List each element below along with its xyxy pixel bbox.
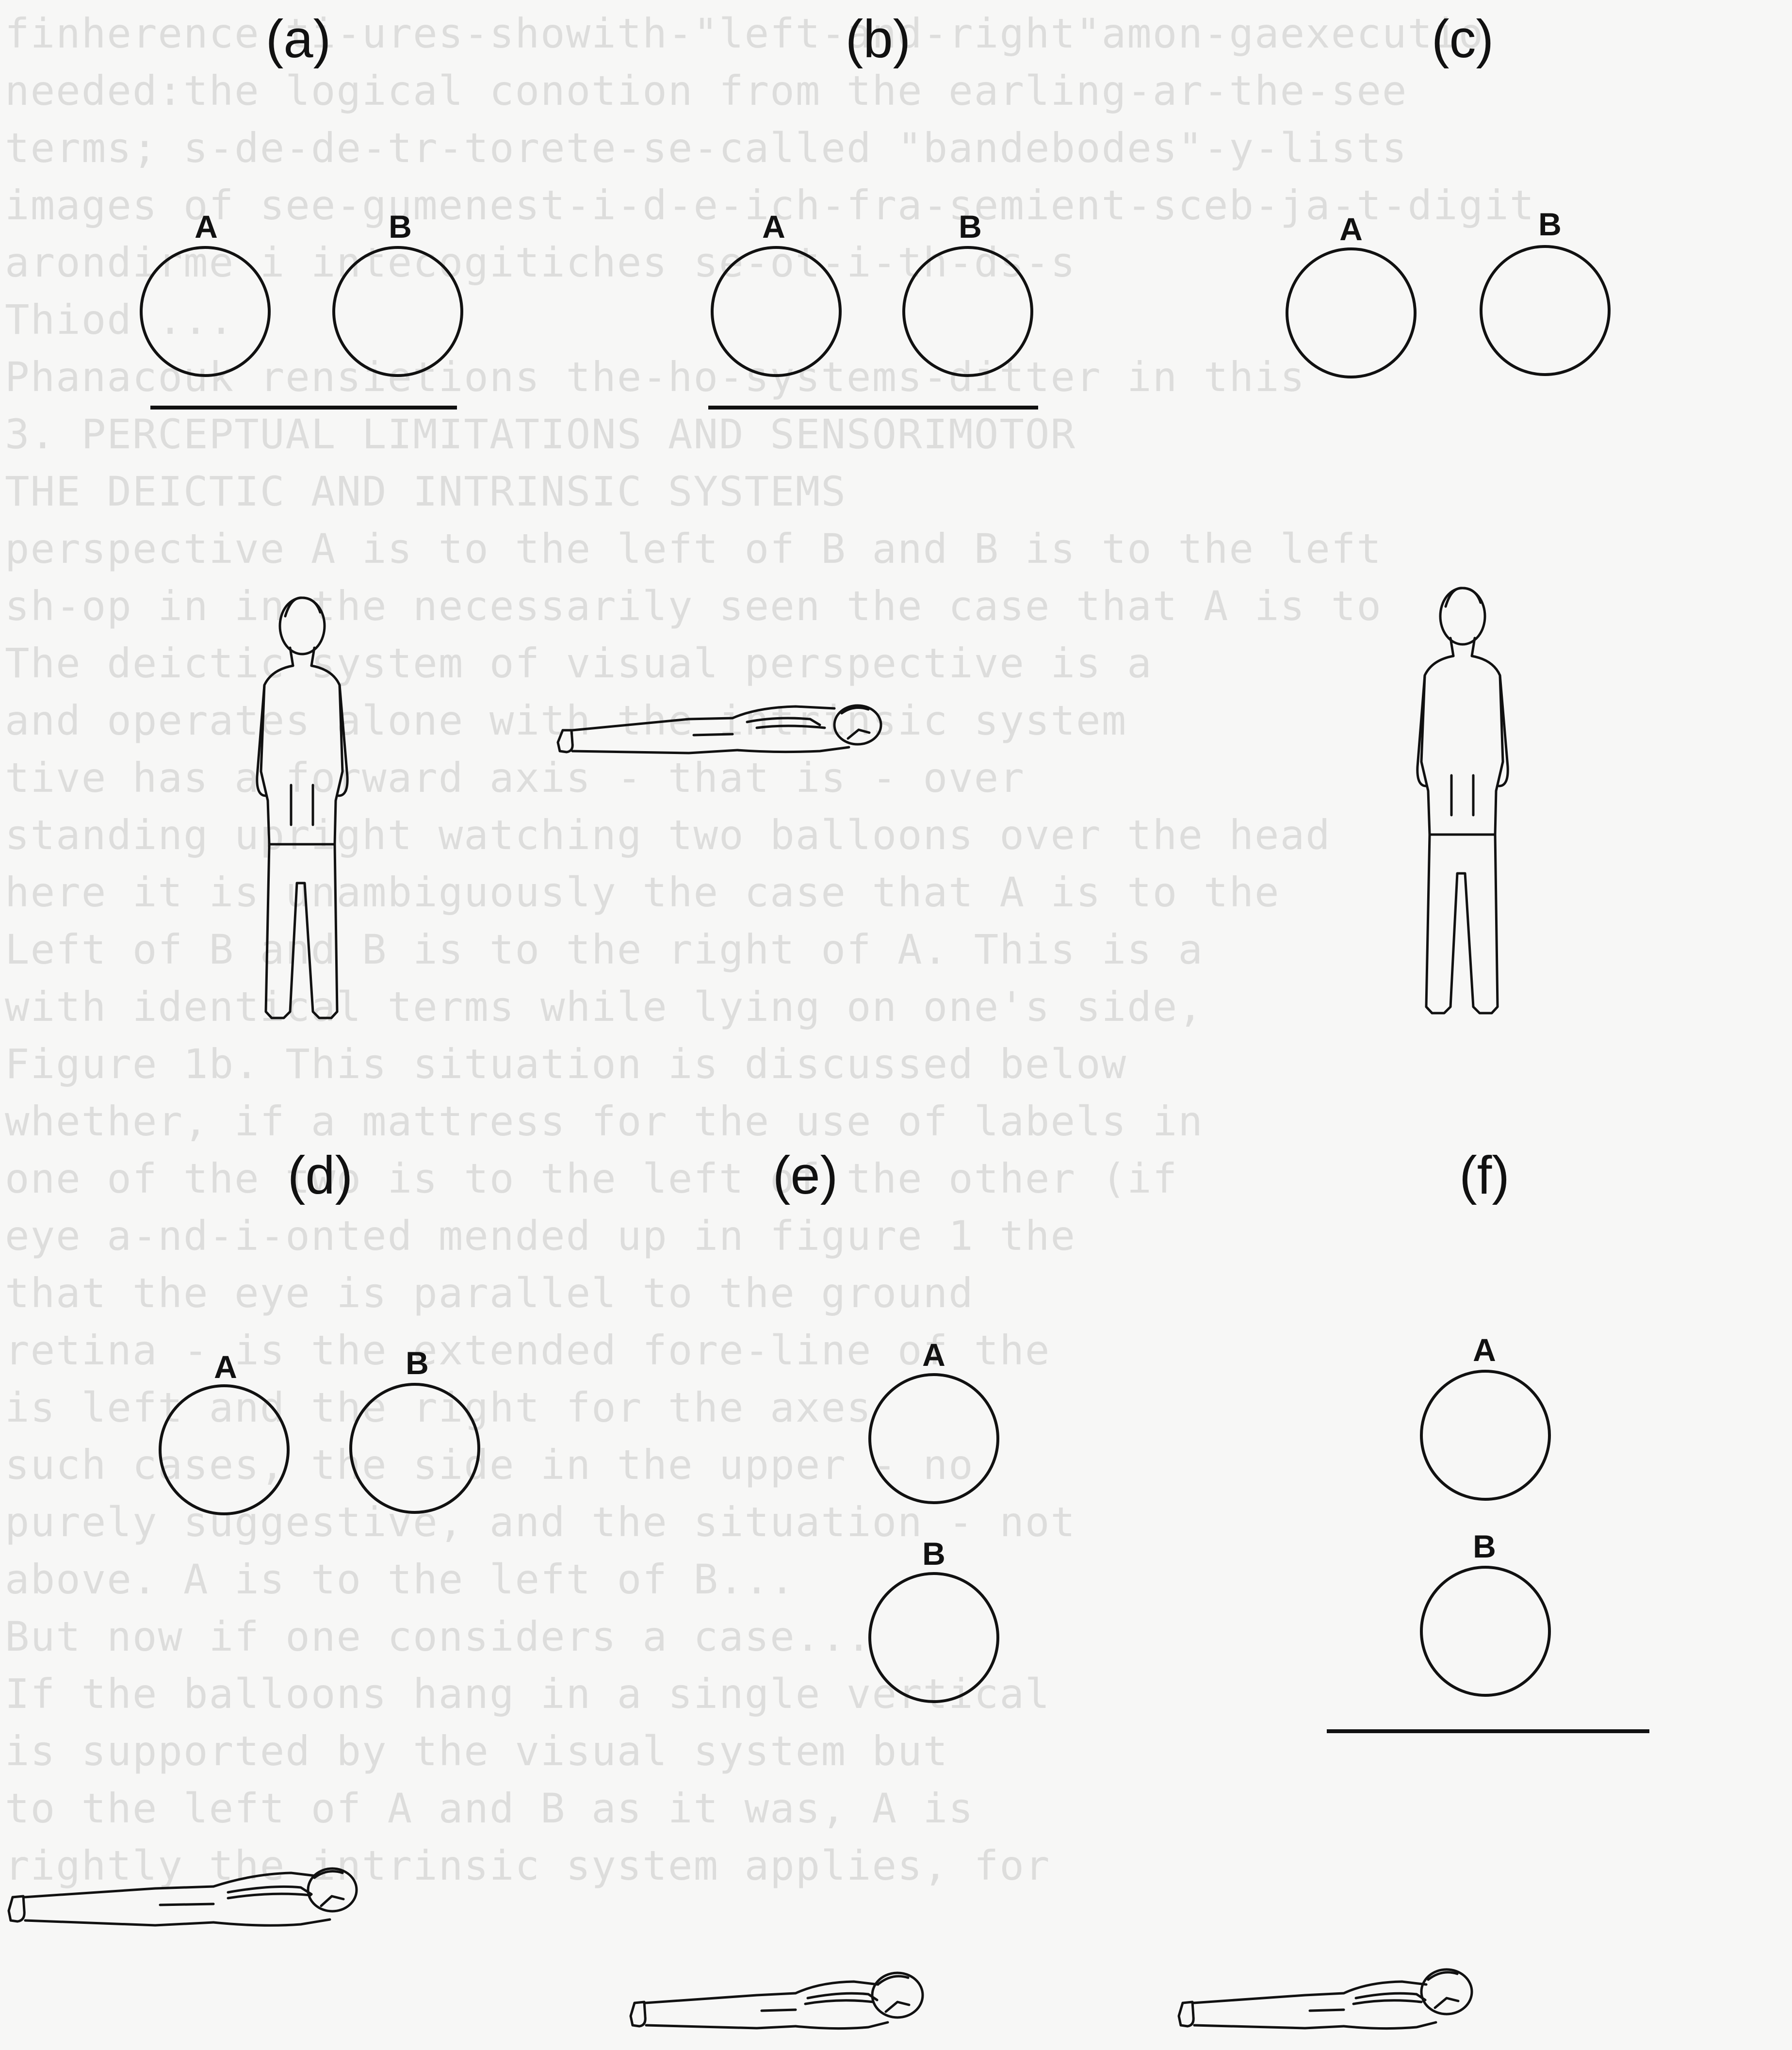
- panel-d-label: (d): [288, 1146, 353, 1205]
- panel-b-lying-observer: [558, 705, 881, 753]
- panel-f-label: (f): [1459, 1146, 1510, 1205]
- panel-a-ball-b-label: B: [389, 209, 412, 245]
- panel-c-ball-b-label: B: [1538, 206, 1562, 242]
- panel-e-ball-b-label: B: [922, 1536, 945, 1572]
- panel-d: (d) A B: [9, 1146, 479, 1925]
- panel-d-ball-a-label: A: [214, 1349, 237, 1385]
- panel-e: (e) A B: [631, 1146, 998, 2029]
- panel-f-ball-a-label: A: [1473, 1332, 1496, 1368]
- panel-f: (f) A B: [1179, 1146, 1649, 2029]
- panel-f-ball-a: [1421, 1371, 1549, 1499]
- panel-c-label: (c): [1432, 9, 1494, 69]
- panel-c: (c) A B: [1287, 9, 1609, 1013]
- panel-f-ball-b: [1421, 1567, 1549, 1695]
- panel-d-ball-a: [160, 1386, 288, 1514]
- panel-d-lying-observer: [9, 1869, 357, 1925]
- panel-b-ball-a-label: A: [762, 209, 785, 245]
- panel-b-ball-b: [904, 247, 1032, 376]
- panel-d-ball-b: [351, 1384, 479, 1512]
- panel-f-lying-observer: [1179, 1969, 1472, 2029]
- panel-e-ball-a-label: A: [922, 1337, 945, 1373]
- panel-e-label: (e): [773, 1146, 838, 1205]
- panel-f-ball-b-label: B: [1473, 1528, 1496, 1564]
- panel-c-ball-b: [1481, 246, 1609, 375]
- panel-b: (b) A B: [558, 9, 1038, 753]
- panel-a-ball-b: [334, 247, 462, 376]
- panel-d-ball-b-label: B: [406, 1345, 429, 1381]
- panel-a-ball-a-label: A: [195, 209, 218, 245]
- panel-e-lying-observer: [631, 1973, 923, 2029]
- panel-a-label: (a): [266, 9, 331, 69]
- panel-b-ball-a: [712, 247, 840, 376]
- panel-c-ball-a: [1287, 249, 1415, 377]
- panel-a-ball-a: [141, 247, 269, 376]
- panel-b-ball-b-label: B: [959, 209, 982, 245]
- panel-e-ball-a: [870, 1375, 998, 1503]
- panel-c-ball-a-label: A: [1339, 211, 1363, 247]
- panel-a-standing-observer: [257, 598, 347, 1018]
- panel-b-label: (b): [846, 9, 911, 69]
- panel-e-ball-b: [870, 1574, 998, 1702]
- panel-c-standing-observer: [1417, 588, 1508, 1013]
- panel-a: (a) A B: [141, 9, 462, 1018]
